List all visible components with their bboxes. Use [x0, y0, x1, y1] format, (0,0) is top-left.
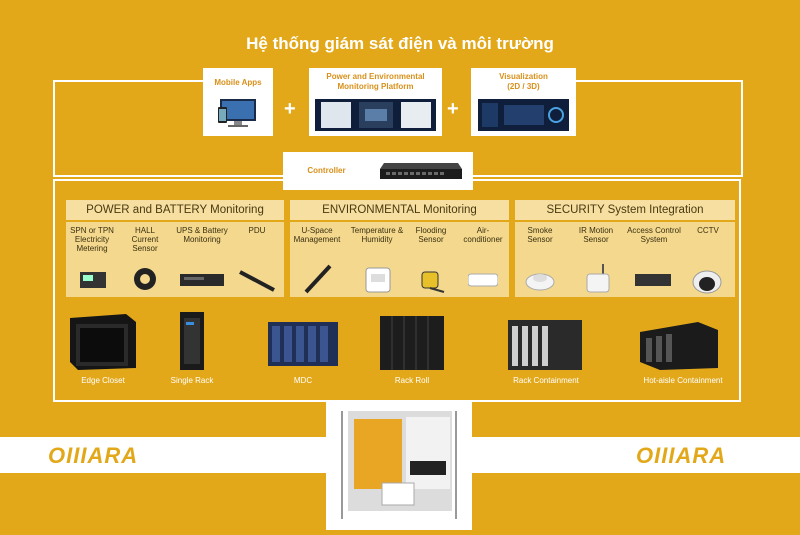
connector-right — [741, 80, 743, 175]
visualization-box: Visualization (2D / 3D) — [471, 68, 576, 136]
controller-label: Controller — [307, 166, 346, 175]
rack-mdc-label: MDC — [293, 376, 313, 385]
item-smoke-sensor: Smoke Sensor — [527, 226, 553, 244]
connector-right-bottom — [472, 175, 743, 177]
connector-left — [53, 80, 55, 175]
section-power-body: SPN or TPN Electricity Metering HALL Cur… — [66, 222, 284, 297]
section-security-body: Smoke Sensor IR Motion Sensor Access Con… — [515, 222, 735, 297]
mdc-icon — [268, 322, 338, 366]
item-access-control: Access Control System — [627, 226, 681, 244]
section-environment-body: U-Space Management Temperature & Humidit… — [290, 222, 509, 297]
brand-logo-left: OIIIARA — [48, 443, 139, 468]
item-electricity-metering: SPN or TPN Electricity Metering — [70, 226, 114, 253]
item-pdu: PDU — [248, 226, 266, 235]
item-u-space: U-Space Management — [293, 226, 341, 244]
air-conditioner-icon — [468, 273, 498, 287]
mobile-apps-label: Mobile Apps — [214, 78, 262, 87]
thermometer-icon — [365, 267, 391, 293]
item-temperature: Temperature & Humidity — [350, 226, 404, 244]
section-security-title: SECURITY System Integration — [515, 200, 735, 220]
plus-sign-1: + — [284, 98, 296, 120]
item-air-conditioner: Air-conditioner — [463, 226, 503, 244]
meter-icon — [80, 272, 106, 288]
rack-roll-icon — [380, 316, 444, 370]
section-power: POWER and BATTERY Monitoring SPN or TPN … — [66, 200, 284, 297]
ups-battery-icon — [180, 274, 224, 286]
cctv-icon — [692, 270, 722, 294]
rack-edge-closet-label: Edge Closet — [81, 376, 125, 385]
rack-containment-label: Rack Containment — [513, 376, 579, 385]
controller-device-icon — [380, 159, 462, 188]
connector-left-top — [53, 80, 203, 82]
access-control-icon — [635, 274, 671, 286]
rack-roll-label: Rack Roll — [394, 376, 430, 385]
item-ups-battery: UPS & Battery Monitoring — [176, 226, 228, 244]
single-rack-icon — [180, 312, 204, 370]
rack-hot-aisle-label: Hot-aisle Containment — [643, 376, 723, 385]
pdu-icon — [239, 270, 275, 292]
platform-box: Power and Environmental Monitoring Platf… — [309, 68, 442, 136]
mobile-apps-box: Mobile Apps — [203, 68, 273, 136]
hall-sensor-icon — [134, 268, 156, 290]
connector-left-bottom — [53, 175, 283, 177]
visualization-screenshot-icon — [478, 99, 569, 131]
ir-motion-icon — [586, 264, 610, 293]
platform-label: Power and Environmental Monitoring Platf… — [326, 72, 425, 91]
page-title: Hệ thống giám sát điện và môi trường — [246, 34, 554, 53]
booth-image — [326, 401, 472, 530]
section-environment-title: ENVIRONMENTAL Monitoring — [290, 200, 509, 220]
u-space-icon — [304, 264, 332, 294]
rack-containment-icon — [508, 320, 582, 370]
visualization-label: Visualization (2D / 3D) — [499, 72, 548, 91]
hot-aisle-containment-icon — [640, 322, 718, 370]
flood-sensor-icon — [421, 271, 445, 293]
controller-label-box: Controller — [283, 152, 370, 190]
booth-illustration — [341, 411, 457, 519]
brand-logo-right: OIIIARA — [636, 443, 727, 468]
edge-closet-icon — [70, 314, 136, 370]
plus-sign-2: + — [447, 98, 459, 120]
item-flooding: Flooding Sensor — [415, 226, 447, 244]
item-ir-motion: IR Motion Sensor — [578, 226, 614, 244]
section-security: SECURITY System Integration Smoke Sensor… — [515, 200, 735, 297]
item-cctv: CCTV — [697, 226, 719, 235]
connector-right-top — [575, 80, 743, 82]
item-hall-sensor: HALL Current Sensor — [131, 226, 159, 253]
rack-single-rack-label: Single Rack — [170, 376, 214, 385]
smoke-sensor-icon — [525, 273, 555, 291]
controller-device-box — [369, 152, 473, 190]
section-power-title: POWER and BATTERY Monitoring — [66, 200, 284, 220]
section-environment: ENVIRONMENTAL Monitoring U-Space Managem… — [290, 200, 509, 297]
monitor-icon — [218, 99, 258, 127]
platform-screenshot-icon — [315, 99, 436, 131]
